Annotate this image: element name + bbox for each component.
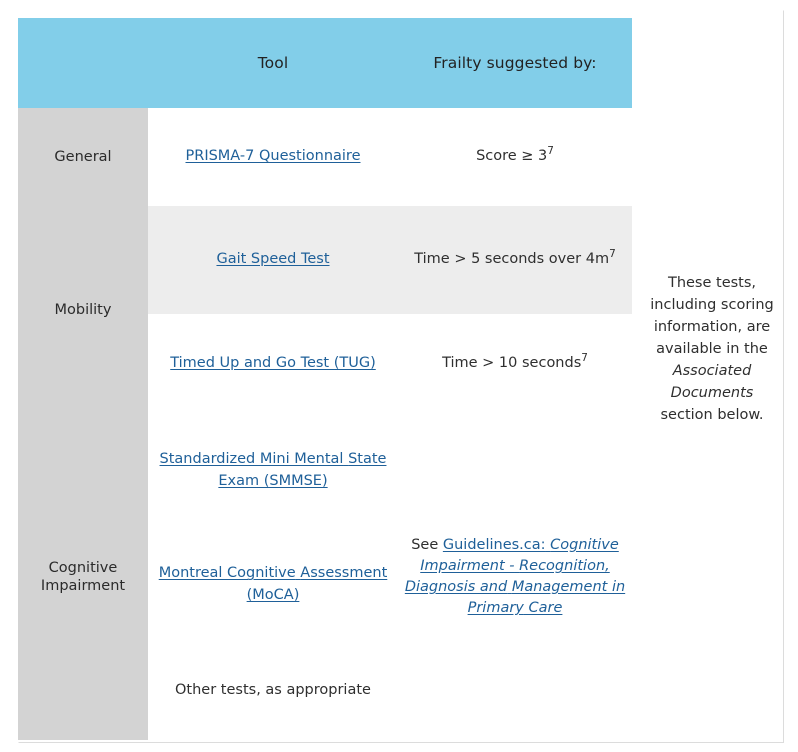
link-line-2: State Exam (SMMSE) (218, 451, 387, 489)
footnote-ref: 7 (609, 248, 616, 261)
table-row: Mobility Gait Speed Test Time > 5 second… (18, 206, 632, 414)
tool-cell-tug: Timed Up and Go Test (TUG) (148, 314, 398, 414)
category-cell-cognitive-impairment: Cognitive Impairment (18, 414, 148, 740)
category-cell-general: General (18, 108, 148, 206)
footnote-ref: 7 (581, 352, 588, 365)
link-line-5: Care (528, 600, 563, 617)
frailty-text-prisma7: Score ≥ 3 (476, 148, 548, 165)
link-montreal-cognitive-assessment[interactable]: Montreal Cognitive Assessment (MoCA) (159, 565, 388, 602)
frailty-cell-tug: Time > 10 seconds7 (398, 314, 632, 414)
tool-cell-gait-speed: Gait Speed Test (148, 206, 398, 314)
tool-cell-smmse: Standardized Mini Mental State Exam (SMM… (148, 414, 398, 527)
frailty-screening-table: Tool Frailty suggested by: General PRISM… (18, 18, 632, 740)
link-line-2: Assessment (MoCA) (246, 565, 388, 603)
link-standardized-mini-mental-state-exam[interactable]: Standardized Mini Mental State Exam (SMM… (160, 451, 387, 488)
tool-cell-other-tests: Other tests, as appropriate (148, 642, 398, 740)
table-row: General PRISMA-7 Questionnaire Score ≥ 3… (18, 108, 632, 206)
table-row: Cognitive Impairment Standardized Mini M… (18, 414, 632, 740)
note-emphasis-associated-documents: Associated Documents (670, 363, 754, 402)
link-line-1: Montreal Cognitive (158, 565, 296, 582)
frailty-text-gait-speed: Time > 5 seconds over 4m (414, 251, 610, 268)
footnote-ref: 7 (547, 145, 554, 158)
frailty-cell-cognitive: See Guidelines.ca: Cognitive Impairment … (398, 414, 632, 740)
frailty-cell-prisma7: Score ≥ 37 (398, 108, 632, 206)
link-line-4: Management in Primary (467, 579, 626, 617)
tool-cell-prisma7: PRISMA-7 Questionnaire (148, 108, 398, 206)
link-prisma-7-questionnaire[interactable]: PRISMA-7 Questionnaire (185, 148, 361, 165)
column-header-frailty: Frailty suggested by: (398, 18, 632, 108)
frailty-prefix: See (411, 536, 443, 553)
link-timed-up-and-go-test[interactable]: Timed Up and Go Test (TUG) (170, 355, 376, 372)
column-header-tool: Tool (148, 18, 398, 108)
tool-cell-moca: Montreal Cognitive Assessment (MoCA) (148, 527, 398, 642)
table-header-row: Tool Frailty suggested by: (18, 18, 632, 108)
note-text-lead: These tests, including scoring informati… (650, 275, 774, 358)
link-line-1: Standardized Mini Mental (159, 451, 344, 468)
table-row: Montreal Cognitive Assessment (MoCA) (18, 527, 632, 642)
link-line-2: Cognitive Impairment - (420, 536, 619, 574)
note-text-tail: section below. (660, 407, 764, 424)
category-cell-mobility: Mobility (18, 206, 148, 414)
frailty-text-tug: Time > 10 seconds (442, 355, 582, 372)
column-header-category (18, 18, 148, 108)
table-row: Timed Up and Go Test (TUG) Time > 10 sec… (18, 314, 632, 414)
link-line-3: Recognition, Diagnosis and (404, 557, 610, 595)
link-gait-speed-test[interactable]: Gait Speed Test (216, 251, 330, 268)
frailty-cell-gait-speed: Time > 5 seconds over 4m7 (398, 206, 632, 314)
link-line-1: Guidelines.ca: (442, 536, 546, 553)
associated-documents-note: These tests, including scoring informati… (648, 272, 776, 426)
table-row: Other tests, as appropriate (18, 642, 632, 740)
category-label-cognitive: Cognitive Impairment (40, 559, 126, 594)
link-guidelines-ca-cognitive-impairment[interactable]: Guidelines.ca: Cognitive Impairment - Re… (405, 537, 625, 616)
